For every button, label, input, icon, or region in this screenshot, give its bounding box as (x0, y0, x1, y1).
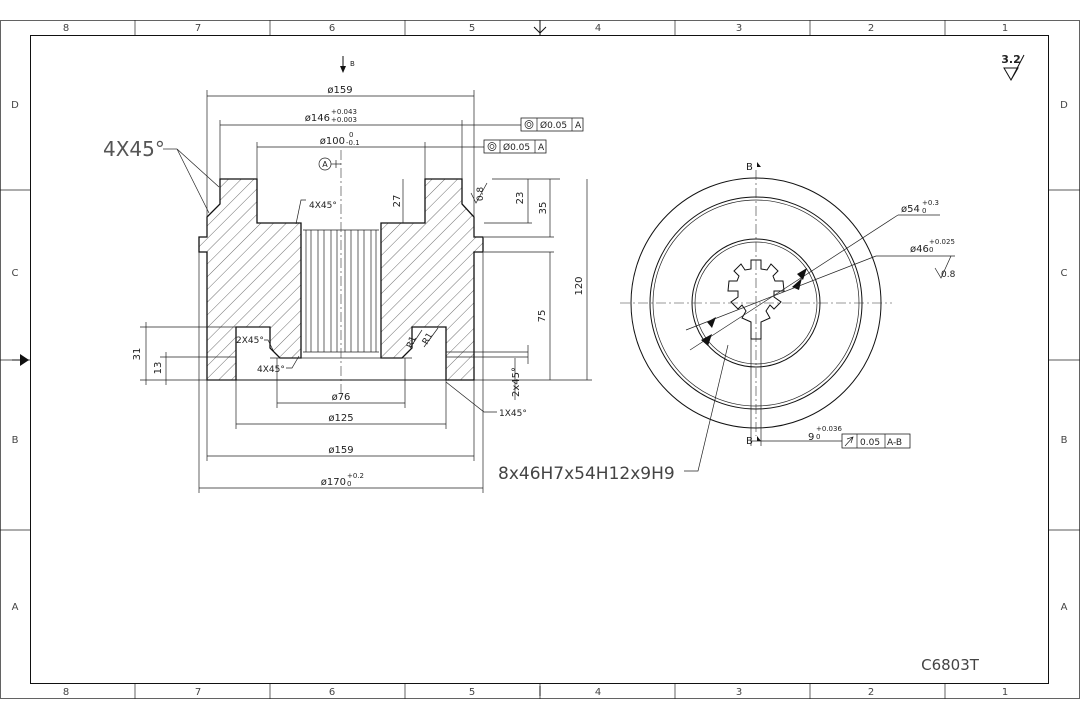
dim-31: 31 (132, 348, 143, 361)
zone-col-5: 5 (469, 23, 475, 34)
zone-row-d: D (1060, 100, 1068, 111)
zone-rows-right: D C B A (1060, 100, 1068, 613)
top-diameter-dims (206, 90, 475, 237)
drawing-number: C6803T (921, 656, 980, 674)
zone-row-c: C (1061, 268, 1068, 279)
bottom-diameter-dims (198, 252, 484, 493)
right-vertical-dims (402, 178, 592, 381)
zone-col-4: 4 (595, 23, 601, 34)
concentricity-datum-1: A (575, 121, 582, 131)
section-arrow-b: B (340, 56, 355, 73)
roughness-section-value: 0.8 (476, 187, 486, 202)
dim-35: 35 (538, 202, 549, 215)
dim-d146: ø146 (305, 113, 330, 124)
concentricity-value-1: Ø0.05 (540, 120, 567, 131)
dim-key-width-lower-tol: 0 (816, 433, 820, 441)
dim-d54: ø54 (901, 204, 920, 215)
zone-row-b: B (12, 435, 19, 446)
zone-col-2: 2 (868, 23, 874, 34)
dim-d76: ø76 (332, 392, 351, 403)
dim-key-width-upper-tol: +0.036 (816, 425, 842, 433)
zone-col-3: 3 (736, 23, 742, 34)
datum-marker-label: A (322, 160, 328, 169)
zone-col-6: 6 (329, 23, 335, 34)
dim-23: 23 (515, 192, 526, 205)
roughness-end-value: 0.8 (941, 270, 956, 280)
zone-col-7: 7 (195, 687, 201, 698)
dim-d100-lower-tol: -0.1 (346, 139, 360, 147)
dim-d100-upper-tol: 0 (349, 131, 353, 139)
left-lower-dims (140, 322, 270, 385)
section-body-right (380, 178, 484, 381)
dim-chamfer-2x45-right: 2x45° (511, 367, 522, 397)
zone-col-2: 2 (868, 687, 874, 698)
zone-columns-top: 8 7 6 5 4 3 2 1 (63, 23, 1008, 34)
dim-d159-top: ø159 (327, 85, 352, 96)
dim-d54-upper-tol: +0.3 (922, 199, 939, 207)
radius-r1-b: R1 (421, 331, 436, 346)
section-body-left (198, 178, 302, 381)
zone-col-1: 1 (1002, 687, 1008, 698)
zone-col-7: 7 (195, 23, 201, 34)
symmetry-frame: 0.05 A-B (841, 433, 911, 449)
concentricity-datum-2: A (538, 143, 545, 153)
zone-col-1: 1 (1002, 23, 1008, 34)
dim-key-width: 9 (808, 432, 814, 443)
chamfer-leaders (163, 148, 220, 214)
concentricity-frame-2: Ø0.05 A (425, 139, 547, 154)
chamfer-note-4x45-bottom: 4X45° (257, 365, 285, 375)
zone-col-4: 4 (595, 687, 601, 698)
dim-75: 75 (537, 310, 548, 323)
dim-120: 120 (574, 276, 585, 295)
zone-col-6: 6 (329, 687, 335, 698)
zone-col-8: 8 (63, 687, 69, 698)
dim-d54-lower-tol: 0 (922, 207, 926, 215)
dim-d100: ø100 (320, 136, 345, 147)
concentricity-value-2: Ø0.05 (503, 142, 530, 153)
radius-r1-a: R1 (405, 335, 418, 350)
zone-row-a: A (12, 602, 19, 613)
roughness-end: 0.8 (934, 255, 956, 280)
end-view: B B ø54 +0.3 0 ø46 +0.025 0 0.8 (498, 162, 956, 484)
symmetry-value: 0.05 (860, 438, 880, 448)
dim-d170: ø170 (321, 477, 346, 488)
dim-d146-upper-tol: +0.043 (331, 108, 357, 116)
dim-d159-bottom: ø159 (328, 445, 353, 456)
dim-d146-lower-tol: +0.003 (331, 116, 357, 124)
roughness-section: 0.8 (470, 182, 488, 204)
zone-row-b: B (1061, 435, 1068, 446)
chamfer-note-1x45: 1X45° (499, 409, 527, 419)
dim-d170-upper-tol: +0.2 (347, 472, 364, 480)
surface-finish-value: 3.2 (1001, 53, 1021, 66)
zone-row-d: D (11, 100, 19, 111)
zone-row-c: C (12, 268, 19, 279)
section-label: B (350, 60, 355, 68)
inner-chamfer-note: 4X45° (309, 201, 337, 211)
chamfer-note-large: 4X45° (103, 137, 165, 161)
spline-spec-note: 8x46H7x54H12x9H9 (498, 464, 675, 484)
dim-27: 27 (392, 195, 403, 208)
dim-d46: ø46 (910, 244, 929, 255)
zone-col-3: 3 (736, 687, 742, 698)
key-width-dim (750, 339, 842, 446)
datum-a-marker: A (318, 157, 341, 171)
dim-13: 13 (153, 362, 164, 375)
dim-d125: ø125 (328, 413, 353, 424)
view-label-bottom: B (746, 436, 753, 447)
general-surface-finish: 3.2 (1001, 53, 1025, 81)
dim-d46-lower-tol: 0 (929, 246, 933, 254)
zone-col-8: 8 (63, 23, 69, 34)
section-view: B ø159 ø146 + (103, 56, 592, 493)
symmetry-datum: A-B (887, 438, 902, 448)
chamfer-note-2x45-left: 2X45° (236, 336, 264, 346)
zone-col-5: 5 (469, 687, 475, 698)
concentricity-frame-1: Ø0.05 A (462, 117, 584, 132)
view-label-top: B (746, 162, 753, 173)
zone-row-a: A (1061, 602, 1068, 613)
zone-rows-left: D C B A (11, 100, 19, 613)
dim-d170-lower-tol: 0 (347, 480, 351, 488)
dim-d46-upper-tol: +0.025 (929, 238, 955, 246)
zone-columns-bottom: 8 7 6 5 4 3 2 1 (63, 687, 1008, 698)
